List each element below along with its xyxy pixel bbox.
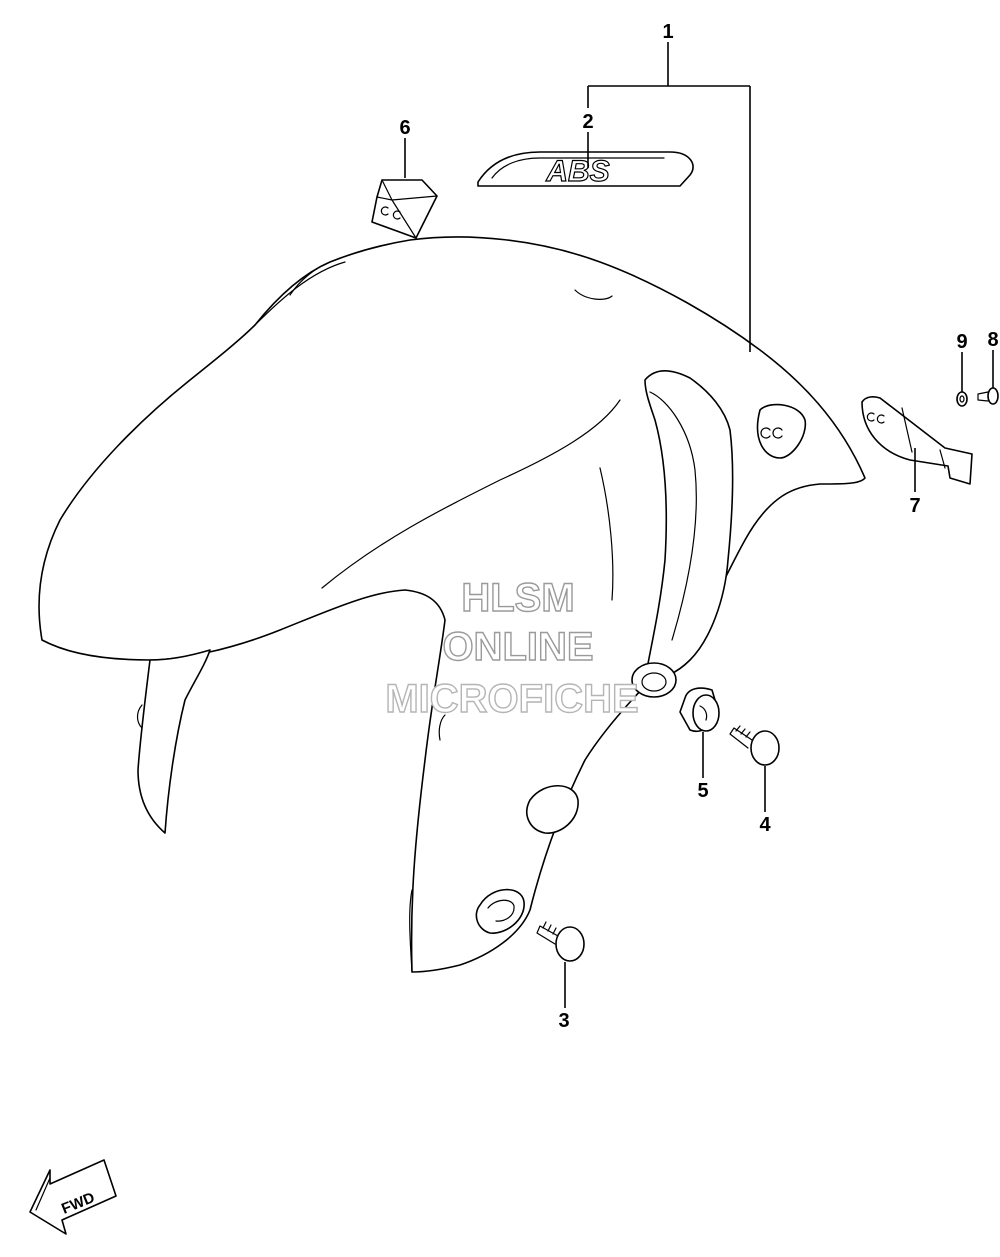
screw-8-head <box>987 387 999 405</box>
front-fender <box>38 236 866 973</box>
part-9-washer-hole <box>959 395 965 403</box>
clip-6-edges <box>376 179 438 239</box>
screw-3-head <box>555 926 585 962</box>
part-7-bracket <box>861 396 973 485</box>
screw-8-shank <box>977 391 989 402</box>
watermark: HLSM ONLINE MICROFICHE <box>385 575 640 721</box>
part-3-screw <box>536 921 585 962</box>
callout-4: 4 <box>759 814 771 836</box>
fender-ridge-inner <box>289 261 331 296</box>
watermark-line-1: HLSM <box>461 576 574 620</box>
callout-6: 6 <box>399 117 410 139</box>
callout-1: 1 <box>662 21 673 43</box>
fender-rear-tail <box>137 649 211 834</box>
fwd-arrow-shape <box>29 1159 117 1235</box>
callout-2: 2 <box>582 111 593 133</box>
watermark-line-2: ONLINE <box>442 625 593 669</box>
part-4-screw <box>729 725 780 766</box>
callout-8: 8 <box>987 329 998 351</box>
fender-slot-cc <box>756 403 807 459</box>
leader-lines <box>404 42 994 1008</box>
clip-6-cc-marks <box>380 206 401 220</box>
bracket-7-edges <box>901 407 946 469</box>
bracket-7-body <box>861 396 973 485</box>
bracket-7-cc-marks <box>866 412 885 424</box>
part-6-clip <box>371 179 438 239</box>
part-9-washer <box>956 391 968 407</box>
fender-stay-arm <box>644 369 734 681</box>
abs-emblem-inner <box>491 157 665 179</box>
callout-7: 7 <box>909 495 920 517</box>
fender-hole-lower <box>475 888 525 934</box>
fender-top-slot <box>574 289 613 300</box>
fender-hole-lower-inner <box>487 899 515 922</box>
fender-ridge-top <box>254 261 346 326</box>
abs-emblem-text: ABS <box>545 155 609 188</box>
fender-stay-inner <box>649 391 697 641</box>
fwd-arrow: FWD <box>29 1159 117 1235</box>
fender-slot-cc-marks <box>760 427 783 439</box>
screw-4-head <box>750 730 780 766</box>
part-2-abs-emblem: ABS <box>477 151 694 189</box>
part-8-screw <box>977 387 999 405</box>
fender-rear-tab <box>136 704 143 729</box>
fwd-arrow-shade <box>35 1177 51 1211</box>
part-5-grommet <box>679 687 720 732</box>
callout-3: 3 <box>558 1010 569 1032</box>
screw-4-shank <box>729 725 753 749</box>
fender-leg-notch <box>438 714 446 741</box>
callout-9: 9 <box>956 331 967 353</box>
fender-mount-hole-upper-inner <box>641 672 667 692</box>
watermark-line-3: MICROFICHE <box>385 677 638 721</box>
callout-labels: 1 2 3 4 5 6 7 8 9 <box>399 21 998 1032</box>
callout-5: 5 <box>697 780 708 802</box>
abs-emblem-plate <box>477 151 694 187</box>
grommet-5-hole <box>699 705 708 721</box>
fender-hole-mid <box>526 785 579 834</box>
screw-3-shank <box>536 921 559 945</box>
fender-inner-line <box>599 467 614 601</box>
leader-1 <box>587 42 751 352</box>
fender-shell <box>38 236 866 973</box>
fender-mount-hole-upper <box>631 662 677 698</box>
fender-inner-curve <box>321 399 621 589</box>
fender-leg-edge <box>409 889 413 973</box>
